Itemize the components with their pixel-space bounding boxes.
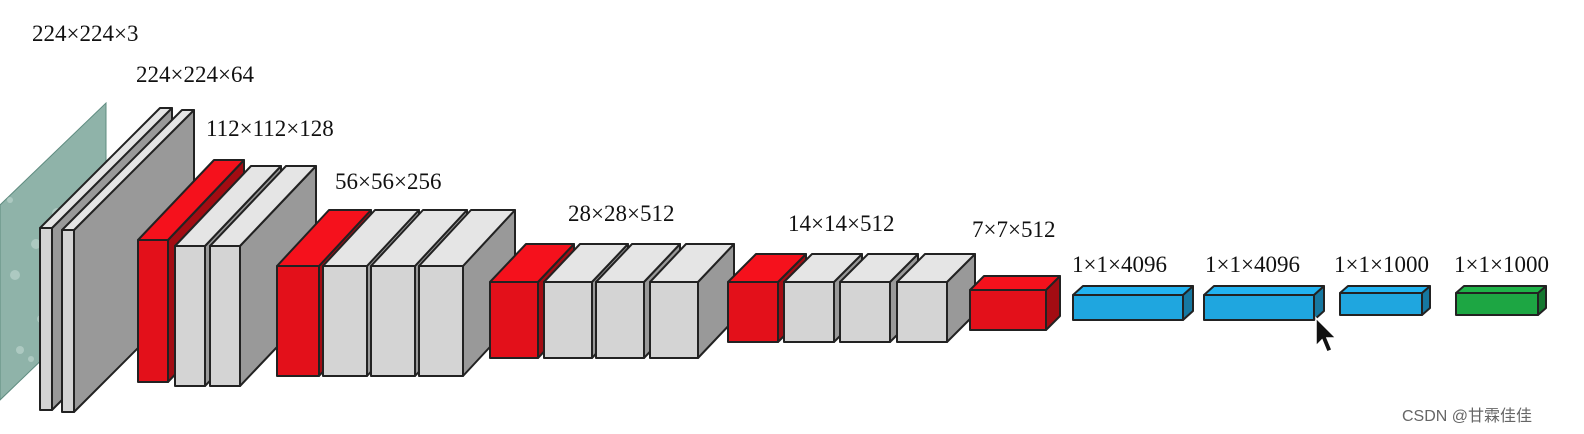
label-fc8-size: 1×1×1000	[1334, 252, 1429, 277]
softmax-block	[1455, 285, 1547, 316]
label-conv5-size: 14×14×512	[788, 211, 895, 236]
label-fc7-size: 1×1×4096	[1205, 252, 1300, 277]
fc8-block	[1339, 285, 1431, 316]
watermark: CSDN @甘霖佳佳	[1402, 408, 1533, 425]
fc7-block	[1203, 285, 1325, 321]
conv1-block-2	[61, 109, 195, 413]
pool5-block	[969, 275, 1061, 331]
label-conv2-size: 112×112×128	[206, 116, 334, 141]
label-softmax-size: 1×1×1000	[1454, 252, 1549, 277]
conv4-block-3	[649, 243, 735, 359]
label-conv3-size: 56×56×256	[335, 169, 442, 194]
label-input-size: 224×224×3	[32, 21, 139, 46]
label-pool5-size: 7×7×512	[972, 217, 1056, 242]
label-conv1-size: 224×224×64	[136, 62, 254, 87]
mouse-pointer-icon	[1315, 316, 1338, 353]
label-conv4-size: 28×28×512	[568, 201, 675, 226]
label-fc6-size: 1×1×4096	[1072, 252, 1167, 277]
fc6-block	[1072, 285, 1194, 321]
